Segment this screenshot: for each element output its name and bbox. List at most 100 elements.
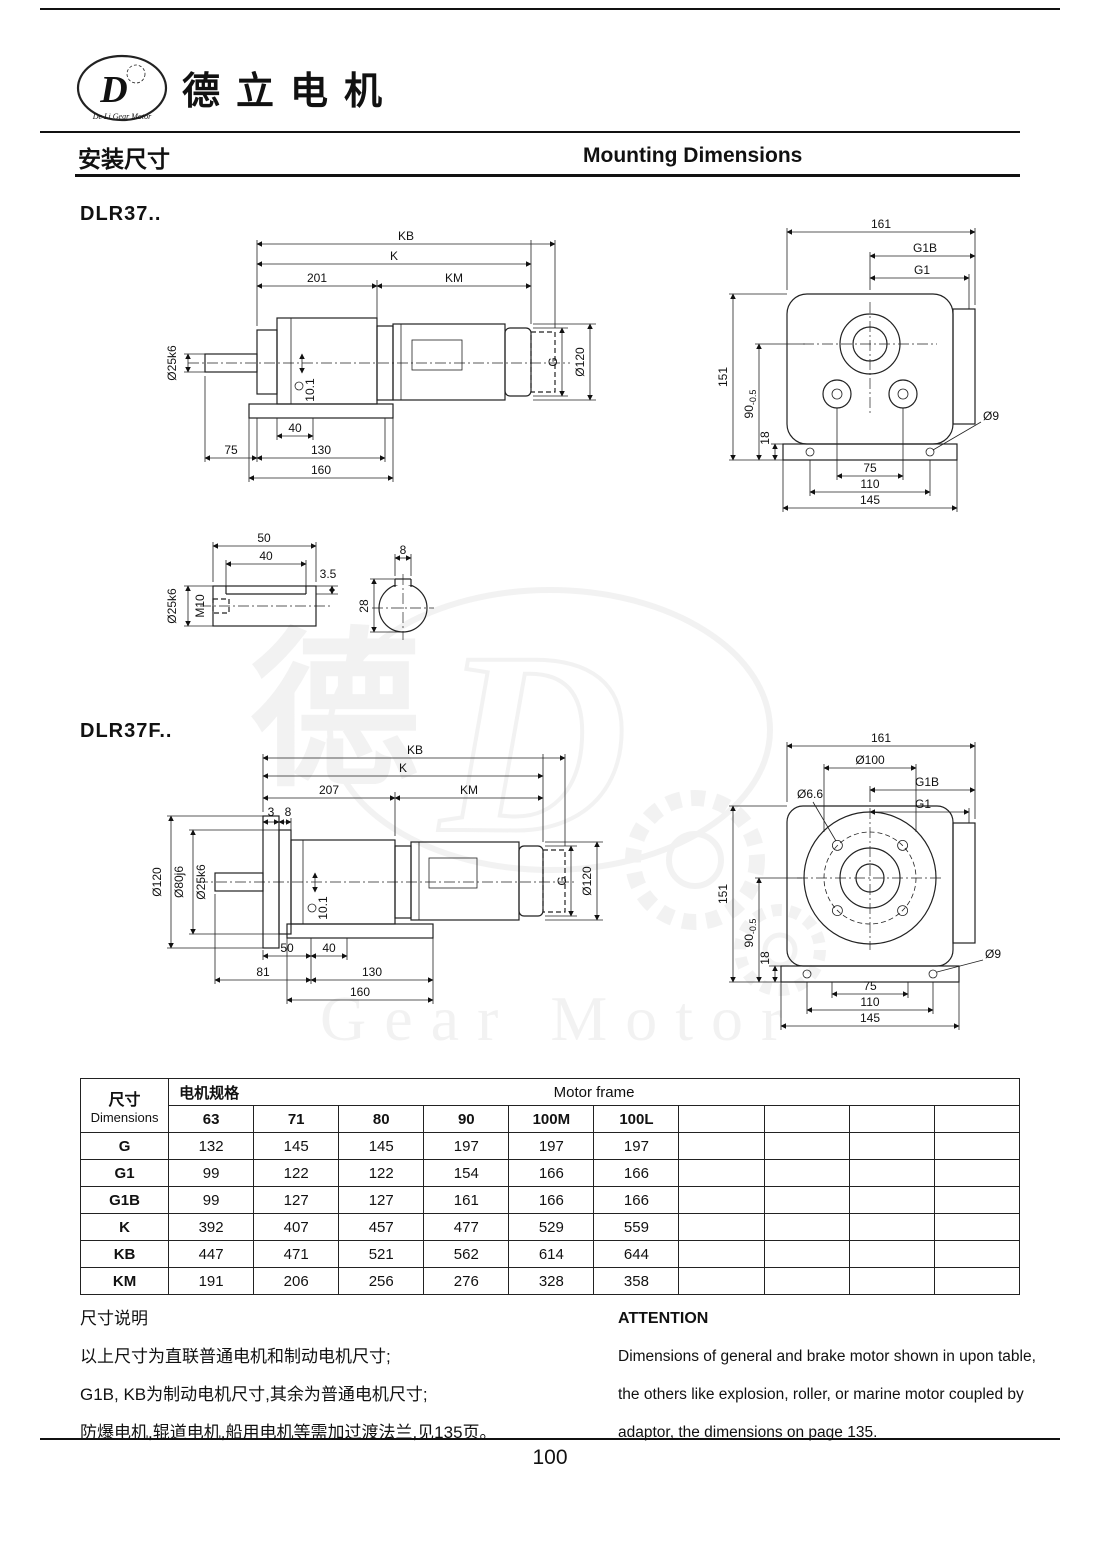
- title-rule: [75, 174, 1020, 177]
- dimension-lines: [184, 542, 412, 633]
- page-number: 100: [532, 1446, 568, 1469]
- dim-motor-dia: Ø120: [580, 866, 594, 896]
- table-cell: 127: [253, 1186, 340, 1214]
- dim-90: 90: [742, 405, 756, 419]
- table-cell: 166: [508, 1159, 595, 1187]
- dim-90-tolerance: -0.5: [748, 919, 758, 935]
- dimensions-table: 尺寸 Dimensions 电机规格 Motor frame 63 71 80 …: [79, 1078, 1021, 1295]
- notes-en-line: adaptor, the dimensions on page 135.: [618, 1424, 878, 1441]
- dimension-lines: [184, 240, 596, 482]
- frame-empty: [848, 1105, 935, 1133]
- row-label: G1B: [79, 1186, 170, 1214]
- table-cell: [678, 1186, 765, 1214]
- dim-key-width-8: 8: [400, 543, 407, 557]
- table-cell: [933, 1159, 1021, 1187]
- table-cell: 132: [168, 1132, 255, 1160]
- dim-50: 50: [280, 941, 294, 955]
- dim-28: 28: [357, 599, 371, 613]
- table-row-g: G 132 145 145 197 197 197: [79, 1132, 1021, 1160]
- watermark-gear-small: [734, 904, 826, 996]
- dim-40: 40: [259, 549, 273, 563]
- table-cell: 276: [423, 1267, 510, 1295]
- dim-3-5: 3.5: [320, 567, 337, 581]
- section-title-cn: 安装尺寸: [78, 146, 170, 172]
- dim-g: G: [546, 357, 560, 366]
- table-cell: [848, 1240, 935, 1268]
- table-cell: 407: [253, 1213, 340, 1241]
- dim-130: 130: [311, 443, 331, 457]
- row-label: G1: [79, 1159, 170, 1187]
- table-cell: [763, 1240, 850, 1268]
- company-logo: D De Li Gear Motor: [76, 54, 168, 122]
- table-cell: 191: [168, 1267, 255, 1295]
- table-cell: 521: [338, 1240, 425, 1268]
- dim-motor-dia: Ø120: [573, 347, 587, 377]
- motor-frame-en: Motor frame: [553, 1083, 635, 1101]
- table-cell: 457: [338, 1213, 425, 1241]
- dim-145: 145: [860, 1011, 880, 1025]
- dim-81: 81: [256, 965, 270, 979]
- section-title-en: Mounting Dimensions: [583, 144, 803, 167]
- table-cell: [933, 1267, 1021, 1295]
- dim-g1b: G1B: [913, 241, 937, 255]
- company-name: 德立电机: [182, 71, 399, 113]
- table-cell: [848, 1186, 935, 1214]
- table-row-g1b: G1B 99 127 127 161 166 166: [79, 1186, 1021, 1214]
- table-cell: [933, 1213, 1021, 1241]
- gearbox-motor-outline: [197, 815, 577, 949]
- table-cell: 614: [508, 1240, 595, 1268]
- dim-kb: KB: [398, 229, 414, 243]
- motor-spec-cn: 电机规格: [179, 1085, 240, 1102]
- dim-shaft-dia: Ø25k6: [165, 345, 179, 381]
- notes-chinese: 尺寸说明 以上尺寸为直联普通电机和制动电机尺寸; G1B, KB为制动电机尺寸,…: [80, 1300, 580, 1452]
- dim-201: 201: [307, 271, 327, 285]
- table-cell: 122: [338, 1159, 425, 1187]
- frame-100l: 100L: [593, 1105, 680, 1133]
- row-label: KB: [79, 1240, 170, 1268]
- table-cell: 562: [423, 1240, 510, 1268]
- table-cell: [678, 1267, 765, 1295]
- notes-cn-line: G1B, KB为制动电机尺寸,其余为普通电机尺寸;: [80, 1385, 428, 1404]
- dim-40: 40: [288, 421, 302, 435]
- table-cell: 99: [168, 1186, 255, 1214]
- frame-size-row: 63 71 80 90 100M 100L: [81, 1105, 1021, 1133]
- dim-key-height: 10.1: [303, 378, 317, 402]
- watermark-text: Gear Motor: [320, 983, 800, 1054]
- logo-subtext: De Li Gear Motor: [92, 112, 152, 121]
- frame-empty: [678, 1105, 765, 1133]
- table-cell: 529: [508, 1213, 595, 1241]
- housing-flange-outline: [780, 805, 976, 983]
- table-cell: 145: [253, 1132, 340, 1160]
- dim-g: G: [555, 876, 569, 885]
- table-cell: [763, 1186, 850, 1214]
- table-cell: [763, 1159, 850, 1187]
- dimension-lines: [729, 742, 984, 1030]
- dim-g1b: G1B: [915, 775, 939, 789]
- dim-75: 75: [224, 443, 238, 457]
- table-dim-header: 尺寸 Dimensions: [79, 1078, 170, 1133]
- table-cell: [848, 1159, 935, 1187]
- dim-90: 90: [742, 934, 756, 948]
- frame-empty: [933, 1105, 1021, 1133]
- table-row-g1: G1 99 122 122 154 166 166: [79, 1159, 1021, 1187]
- top-rule: [40, 8, 1060, 10]
- watermark-gear-large: [625, 790, 765, 930]
- dimension-lines: [167, 754, 603, 1004]
- table-cell: 471: [253, 1240, 340, 1268]
- table-cell: 392: [168, 1213, 255, 1241]
- dim-kb: KB: [407, 743, 423, 757]
- dim-75: 75: [863, 461, 877, 475]
- table-cell: 145: [338, 1132, 425, 1160]
- shaft-profile: [200, 574, 434, 640]
- row-label: KM: [79, 1267, 170, 1295]
- dim-18: 18: [758, 951, 772, 965]
- dim-km: KM: [445, 271, 463, 285]
- dim-bolt-circle-100: Ø100: [855, 753, 885, 767]
- table-cell: 447: [168, 1240, 255, 1268]
- dim-110: 110: [860, 995, 879, 1009]
- table-cell: 99: [168, 1159, 255, 1187]
- dim-151: 151: [716, 367, 730, 387]
- drawing-dlr37-end-view: 161 G1B G1 151 90-0.5 18 Ø9 75 110 145: [716, 217, 999, 512]
- table-cell: 154: [423, 1159, 510, 1187]
- dim-g1: G1: [915, 797, 931, 811]
